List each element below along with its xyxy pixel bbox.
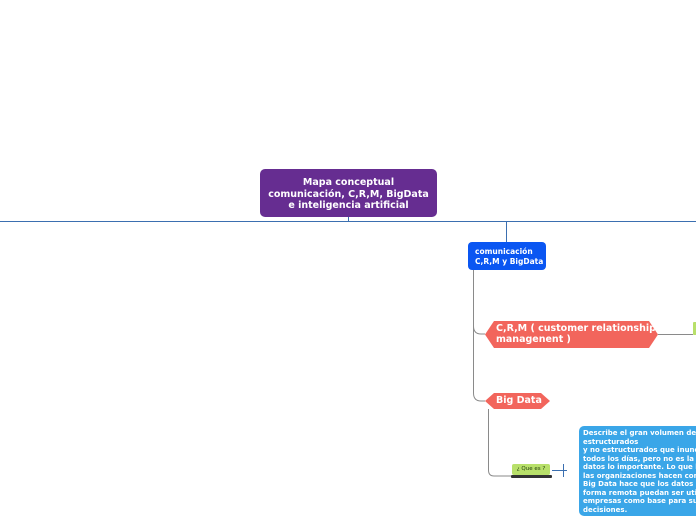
bigdata-trunk-line: [488, 409, 511, 477]
root-topic-node[interactable]: Mapa conceptual comunicación, C,R,M, Big…: [260, 169, 437, 217]
que-es-underline: [511, 475, 552, 478]
crm-topic-node[interactable]: C,R,M ( customer relationship managenent…: [485, 321, 658, 348]
comunicacion-topic-node[interactable]: comunicación C,R,M y BigData: [468, 242, 546, 270]
comm-trunk-line: [473, 270, 485, 402]
comm-to-crm-line: [473, 325, 485, 335]
offscreen-subtopic-marker[interactable]: [693, 322, 696, 335]
que-es-topic-node[interactable]: ¿ Que es ?: [512, 464, 550, 475]
bigdata-description-node[interactable]: Describe el gran volumen de estructurado…: [579, 426, 696, 516]
bigdata-topic-node[interactable]: Big Data: [485, 393, 550, 409]
que-to-desc-line: [552, 464, 567, 477]
